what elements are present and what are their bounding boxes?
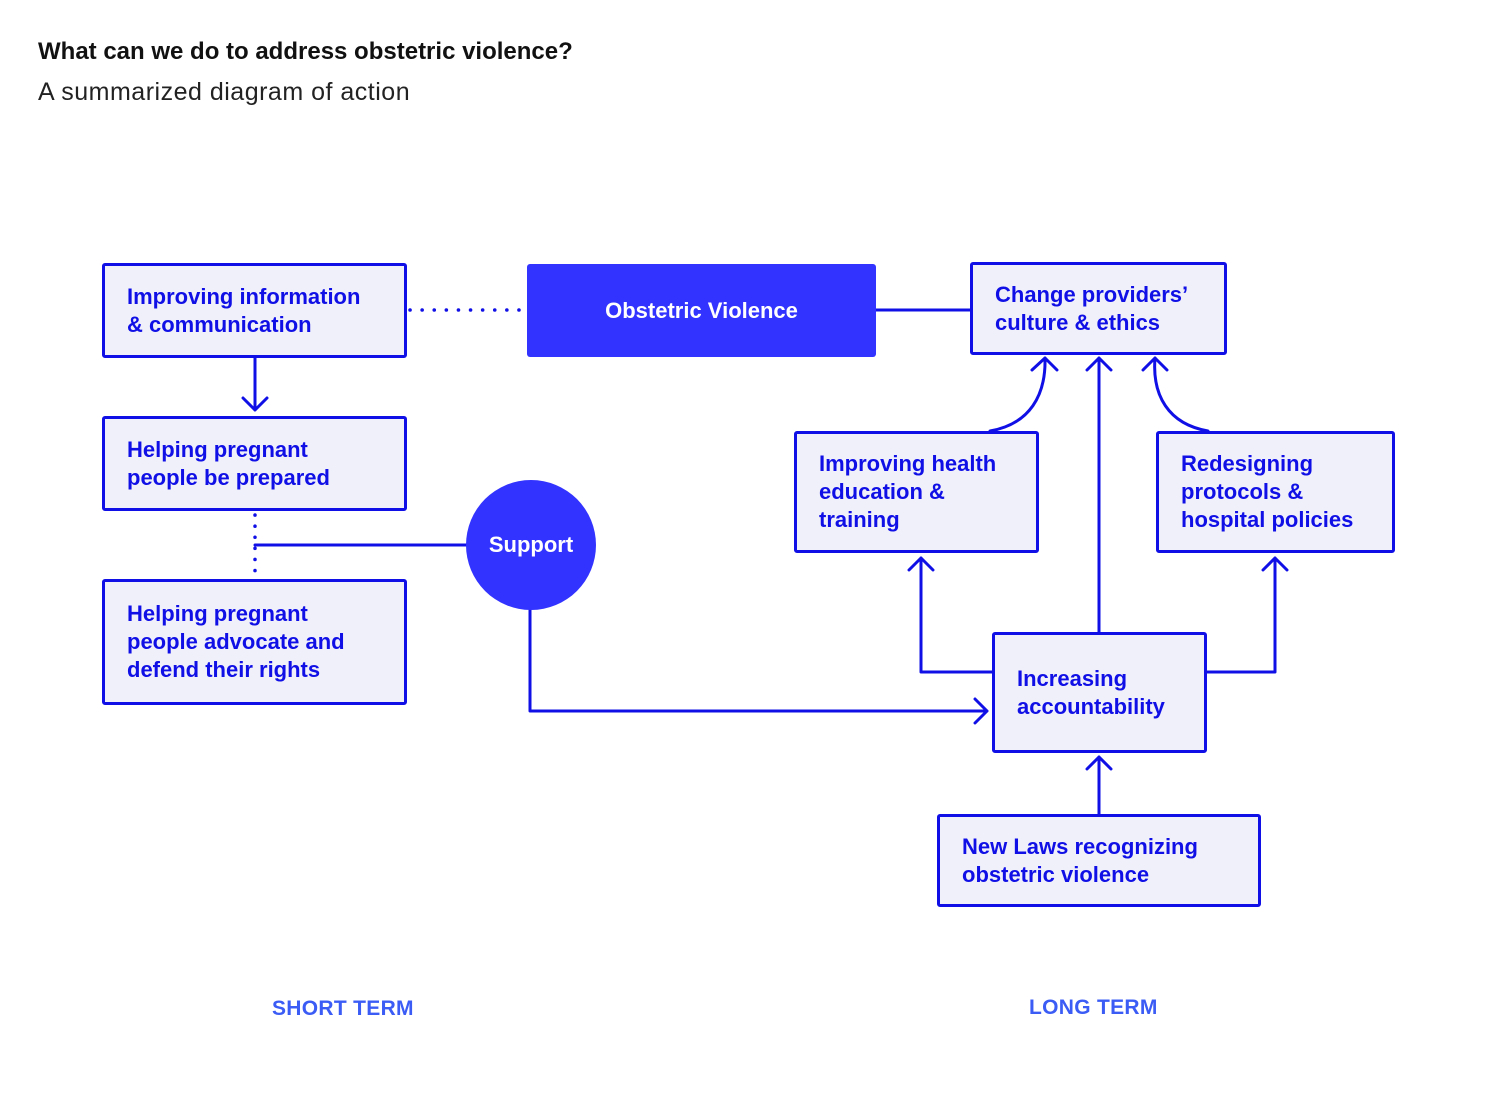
node-label: New Laws recognizing obstetric violence (962, 833, 1198, 887)
node-new-laws: New Laws recognizing obstetric violence (937, 814, 1261, 907)
node-label: Improving information & communication (127, 283, 361, 337)
node-label: Support (488, 532, 574, 557)
node-change-providers-culture: Change providers’ culture & ethics (970, 262, 1227, 355)
arrow-support-accountability (528, 606, 989, 725)
diagram-title: What can we do to address obstetric viol… (38, 38, 573, 65)
node-helping-prepared: Helping pregnant people be prepared (102, 416, 407, 511)
long-term-label: LONG TERM (1029, 996, 1158, 1019)
node-label: Helping pregnant people be prepared (127, 436, 330, 490)
diagram-subtitle: A summarized diagram of action (38, 78, 411, 106)
short-term-label: SHORT TERM (272, 997, 414, 1020)
node-redesigning-protocols: Redesigning protocols & hospital policie… (1156, 431, 1395, 553)
node-label: Redesigning protocols & hospital policie… (1181, 451, 1354, 532)
node-label: Change providers’ culture & ethics (995, 281, 1189, 335)
node-label: Increasing accountability (1017, 665, 1165, 719)
arrow-accountability-protocols (1204, 556, 1289, 674)
node-increasing-accountability: Increasing accountability (992, 632, 1207, 753)
node-label: Improving health education & training (819, 451, 997, 532)
node-helping-advocate: Helping pregnant people advocate and def… (102, 579, 407, 705)
arrow-laws-accountability (1085, 755, 1113, 817)
node-improving-health-education: Improving health education & training (794, 431, 1039, 553)
arrow-accountability-culture (1085, 356, 1113, 635)
node-improving-information: Improving information & communication (102, 263, 407, 358)
node-obstetric-violence: Obstetric Violence (527, 264, 876, 357)
node-support: Support (466, 480, 596, 610)
arrow-protocols-culture (1141, 356, 1210, 433)
arrow-accountability-education (907, 556, 995, 674)
node-label: Helping pregnant people advocate and def… (127, 601, 345, 682)
node-label: Obstetric Violence (605, 297, 798, 323)
arrow-education-culture (988, 356, 1059, 433)
arrow-info-prepared (241, 356, 269, 412)
